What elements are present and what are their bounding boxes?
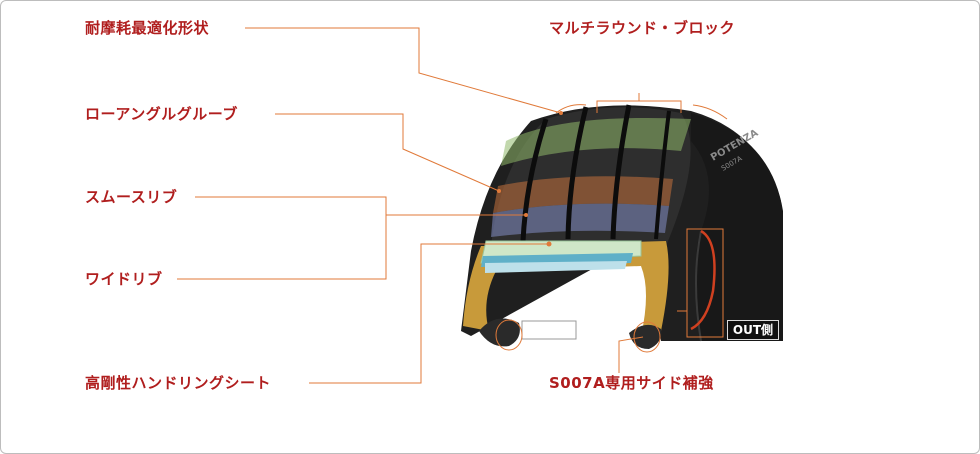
- bead-left: [479, 318, 520, 347]
- leader-ribs: [177, 196, 387, 280]
- label-side-reinforcement: S007A専用サイド補強: [549, 374, 714, 392]
- tread-zone-green: [501, 117, 691, 166]
- pointer-dots: [497, 111, 563, 247]
- label-wide-rib: ワイドリブ: [85, 270, 163, 288]
- dot-groove: [497, 189, 501, 193]
- tire-body: [461, 104, 783, 349]
- belt-cyan-2: [485, 261, 627, 273]
- dot-ribs: [524, 213, 528, 217]
- leader-block-arc-right: [692, 104, 728, 120]
- label-wear-resistant-shape: 耐摩耗最適化形状: [85, 19, 210, 37]
- leader-side: [618, 336, 644, 373]
- out-side-badge: OUT側: [727, 320, 779, 340]
- leader-sheet: [309, 243, 549, 384]
- side-reinforcement-line: [690, 229, 716, 331]
- leader-wear: [245, 27, 562, 114]
- leader-groove: [275, 113, 500, 192]
- dot-sheet: [546, 241, 552, 247]
- tread-zone-blue: [491, 203, 669, 237]
- leader-lines: [177, 27, 728, 384]
- groove-1: [520, 118, 549, 242]
- bead-right: [629, 324, 662, 349]
- label-smooth-rib: スムースリブ: [85, 188, 178, 206]
- sidewall-edge: [695, 230, 702, 342]
- rim-placeholder: [521, 320, 577, 340]
- groove-4: [654, 110, 671, 240]
- bead-circle-right: [633, 321, 661, 353]
- label-handling-sheet: 高剛性ハンドリングシート: [85, 374, 272, 392]
- label-multi-round-block: マルチラウンド・ブロック: [549, 19, 736, 37]
- groove-3: [610, 104, 632, 240]
- side-highlight-box: [686, 228, 724, 338]
- dot-wear: [559, 111, 563, 115]
- tread-zone-brown: [493, 176, 673, 213]
- groove-2: [565, 106, 589, 240]
- bead-circle-left: [495, 319, 523, 351]
- leader-block-arc-left: [555, 104, 587, 114]
- label-low-angle-groove: ローアングルグルーブ: [85, 105, 238, 123]
